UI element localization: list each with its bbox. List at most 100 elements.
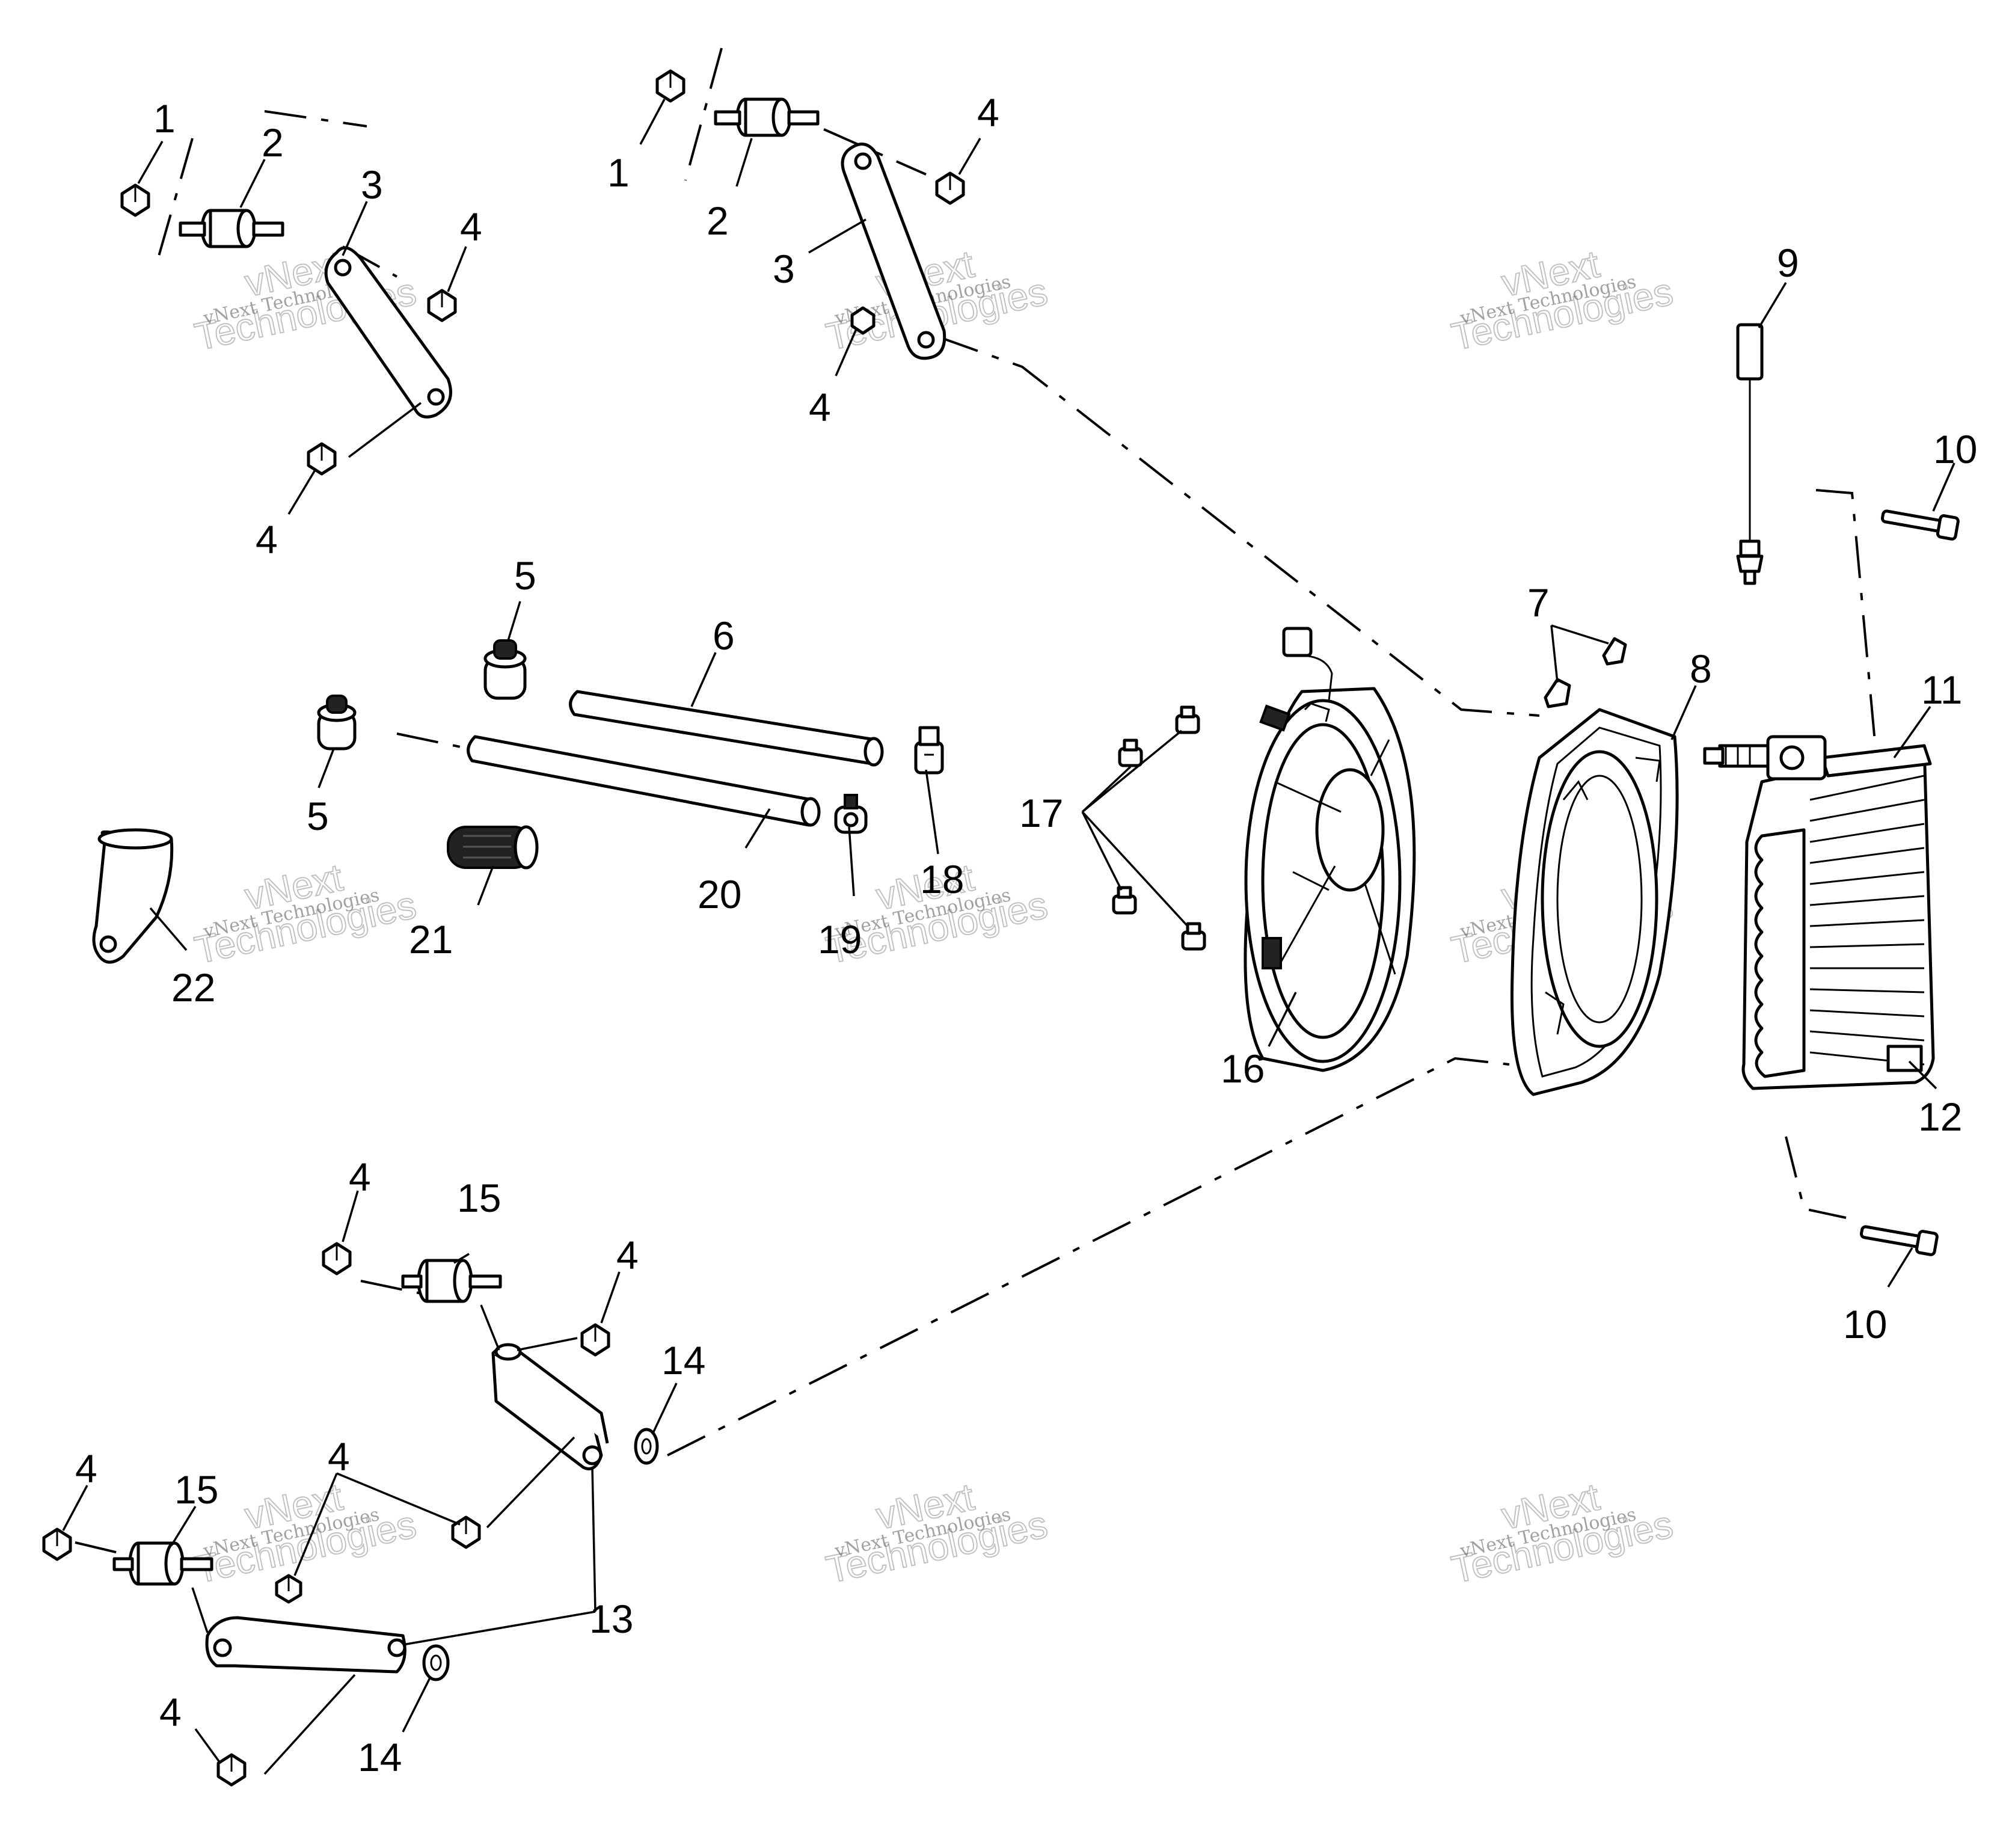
top-middle-bracket-group [655, 69, 965, 360]
leader-grommet-15b [191, 1587, 209, 1633]
axis-line-grommet-15b [75, 1541, 139, 1559]
leader-grommet-15a [480, 1304, 500, 1351]
nut-4-left-lower [307, 442, 337, 476]
grommet-2-left [179, 209, 284, 248]
grommet-2-middle [714, 97, 820, 137]
label-4-bottom-c: 4 [328, 1434, 350, 1479]
washer-14-lower [422, 1644, 450, 1681]
shroud-8 [1510, 708, 1679, 1096]
axis-line-hoses [396, 732, 470, 750]
bracket-13-lower [205, 1616, 406, 1674]
label-11: 11 [1921, 668, 1963, 712]
label-12: 12 [1918, 1094, 1962, 1139]
leader-10-upper [1932, 462, 1955, 512]
bracket-3-middle [841, 143, 946, 360]
label-7: 7 [1527, 580, 1550, 625]
sensor-9 [1736, 323, 1764, 585]
label-13: 13 [589, 1597, 633, 1641]
label-leaders [62, 99, 981, 1763]
clips-7 [1544, 624, 1627, 708]
label-1-middle: 1 [607, 150, 630, 195]
leader-9 [1758, 282, 1787, 328]
axis-line-grommet-2b [823, 128, 927, 176]
label-14-lower: 14 [358, 1735, 402, 1779]
axis-line-top-mid [684, 48, 723, 181]
watermark-8: vNext Technologies vNext Technologies [822, 1475, 1052, 1592]
sleeve-21 [447, 825, 539, 870]
leader-22 [149, 907, 188, 951]
label-4-middle-lower: 4 [809, 385, 831, 429]
watermark-4: vNext Technologies vNext Technologies [191, 855, 420, 973]
leader-12 [1908, 1060, 1937, 1090]
leader-13b [402, 1610, 596, 1646]
leader-11 [1893, 705, 1931, 759]
leader-nut-b [517, 1337, 578, 1351]
watermarks: vNext Technologies vNext Technologies vN… [191, 242, 1677, 1592]
leader-10-lower [1887, 1247, 1913, 1288]
label-19: 19 [818, 917, 862, 962]
leader-bottom-nut [486, 1436, 575, 1529]
axis-line-radiator-top [1815, 489, 1880, 788]
radiator-filler-neck [1703, 735, 1827, 781]
watermark-3: vNext Technologies vNext Technologies [1447, 242, 1677, 360]
fastener-17c [1112, 886, 1137, 915]
nut-4-bottom-b [580, 1323, 610, 1357]
nut-4-bottom-a [322, 1242, 352, 1275]
nut-4-left-upper [427, 289, 457, 322]
label-21: 21 [409, 917, 453, 962]
leader-13a [591, 1467, 597, 1612]
axis-line-radiator-bottom [1785, 1136, 1847, 1219]
label-15-upper: 15 [457, 1176, 501, 1220]
label-10-lower: 10 [1843, 1302, 1887, 1346]
clamp-5-upper [483, 639, 527, 700]
clamp-5-lower [317, 695, 357, 751]
nut-1-middle [655, 69, 686, 103]
label-18: 18 [920, 857, 964, 901]
leader-17-group [1081, 729, 1189, 927]
part-labels: 1 2 3 4 4 1 2 3 4 4 5 5 6 20 21 22 18 19… [75, 90, 1977, 1779]
label-9: 9 [1777, 241, 1799, 285]
label-4-bottom-b: 4 [616, 1233, 639, 1277]
label-2-middle: 2 [707, 198, 729, 243]
hoses-group [92, 639, 944, 964]
leader-8 [1670, 685, 1697, 740]
label-16: 16 [1221, 1046, 1265, 1091]
watermark-9: vNext Technologies vNext Technologies [1447, 1475, 1677, 1592]
nut-1-left [120, 183, 150, 217]
clip-7a [1544, 678, 1571, 708]
grommet-15-lower [112, 1541, 213, 1586]
label-15-lower: 15 [174, 1467, 218, 1512]
label-4-left-upper: 4 [460, 204, 482, 249]
washer-14-upper [634, 1428, 659, 1465]
label-5-upper: 5 [514, 553, 536, 598]
bolt-10-lower [1859, 1225, 1939, 1256]
nut-4-bottom-c [451, 1515, 481, 1549]
hose-20 [467, 735, 821, 827]
clip-7b [1602, 637, 1627, 666]
label-8: 8 [1690, 646, 1712, 691]
nut-4-middle-upper [935, 171, 965, 205]
p-clamp-22 [92, 828, 174, 964]
leader-16 [1268, 992, 1297, 1047]
label-14-upper: 14 [661, 1338, 705, 1383]
radiator-lower-tank [1886, 1045, 1923, 1072]
radiator-11 [1703, 735, 1935, 1090]
radiator-side-coils [1754, 828, 1806, 1078]
hose-6 [569, 690, 884, 767]
nut-4-bottom-d [275, 1574, 302, 1604]
clamp-19 [834, 794, 868, 834]
bolt-10-upper [1880, 509, 1960, 541]
leader-bracket-3-left [348, 402, 422, 458]
fasteners-17 [1081, 705, 1206, 951]
label-10-upper: 10 [1933, 427, 1977, 471]
bottom-bracket-group [42, 1242, 659, 1787]
axis-line-bottom-bracket [667, 1057, 1510, 1457]
label-2-left: 2 [262, 120, 284, 165]
leader-bottom-bracket [263, 1674, 356, 1775]
label-4-left-lower: 4 [256, 517, 278, 562]
bracket-3-left [324, 246, 452, 419]
label-3-left: 3 [361, 162, 383, 207]
label-22: 22 [171, 965, 215, 1010]
label-4-middle-upper: 4 [977, 90, 999, 135]
